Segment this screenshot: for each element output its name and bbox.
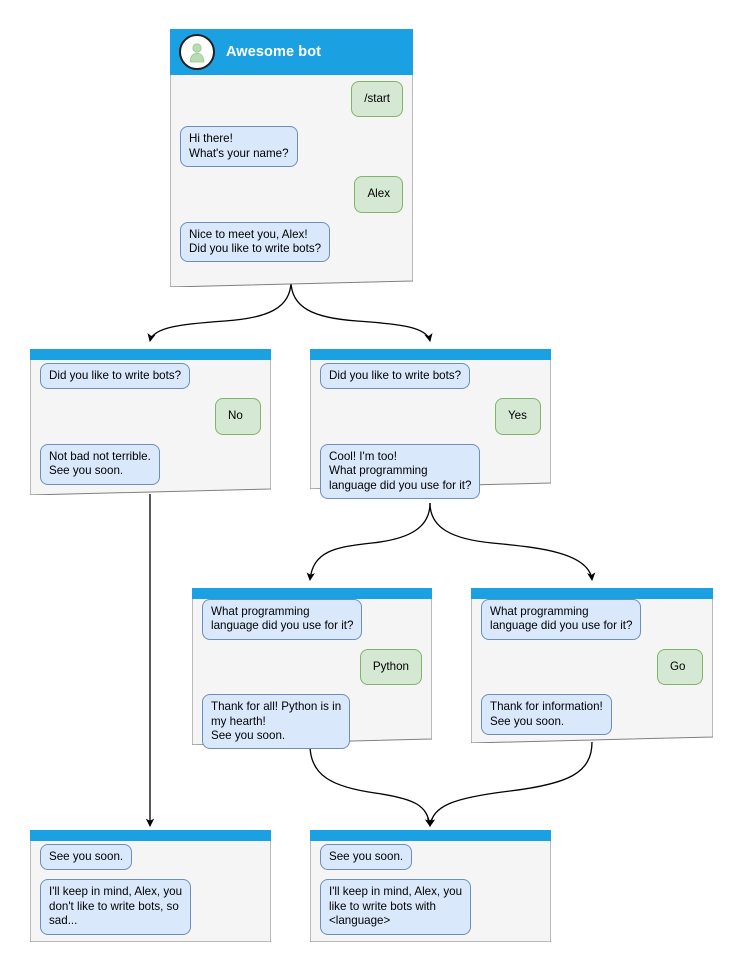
edge-start-to-yes [290,280,433,343]
bot-message: See you soon. [40,844,133,871]
message-row: What programming language did you use fo… [202,599,422,640]
card-header [30,349,271,360]
message-row: Thank for all! Python is in my hearth! S… [202,694,422,750]
bot-message: Did you like to write bots? [40,363,191,390]
bot-message: I'll keep in mind, Alex, you don't like … [40,879,192,935]
bot-message: Cool! I'm too! What programming language… [320,443,481,500]
card-title: Awesome bot [226,44,322,60]
message-list: What programming language did you use fo… [192,599,432,758]
bot-message: Did you like to write bots? [320,363,471,390]
message-row: Alex [180,176,403,213]
message-row: No [40,398,261,435]
message-row: Python [202,648,422,686]
user-message[interactable]: Yes [495,398,541,435]
card-header [471,588,713,599]
message-row: /start [180,81,403,118]
message-row: See you soon. [40,844,261,871]
user-message[interactable]: Alex [354,176,403,213]
bot-message: Thank for all! Python is in my hearth! S… [202,694,351,750]
user-message[interactable]: /start [351,81,403,118]
message-row: I'll keep in mind, Alex, you don't like … [40,879,261,935]
user-message[interactable]: Python [359,648,422,686]
bot-message: Thank for information! See you soon. [481,694,612,736]
message-row: Yes [320,398,541,435]
message-row: Did you like to write bots? [40,363,261,390]
edge-yes-to-go [429,502,596,582]
message-row: Nice to meet you, Alex! Did you like to … [180,221,403,263]
message-row: Go [481,648,703,686]
bot-message: What programming language did you use fo… [202,599,363,640]
message-row: Did you like to write bots? [320,363,541,390]
message-row: Not bad not terrible. See you soon. [40,443,261,485]
card-header [192,588,432,599]
answer-go-card[interactable]: What programming language did you use fo… [471,588,713,743]
message-row: See you soon. [320,844,541,871]
message-list: /start Hi there! What's your name? Alex … [170,81,413,271]
edge-go-to-end-yes [426,741,593,828]
card-header [30,830,271,841]
bot-message: Nice to meet you, Alex! Did you like to … [180,221,331,263]
edge-yes-to-python [306,502,431,582]
message-list: What programming language did you use fo… [471,599,713,744]
message-list: See you soon. I'll keep in mind, Alex, y… [310,844,551,944]
message-list: See you soon. I'll keep in mind, Alex, y… [30,844,271,944]
end-no-card[interactable]: See you soon. I'll keep in mind, Alex, y… [30,830,271,942]
message-row: Thank for information! See you soon. [481,694,703,736]
card-header [310,349,551,360]
message-row: Cool! I'm too! What programming language… [320,443,541,500]
person-icon [189,43,205,63]
answer-yes-card[interactable]: Did you like to write bots? Yes Cool! I'… [310,349,551,500]
message-row: Hi there! What's your name? [180,126,403,168]
message-row: I'll keep in mind, Alex, you like to wri… [320,879,541,935]
bot-message: Not bad not terrible. See you soon. [40,443,160,485]
start-card[interactable]: Awesome bot /start Hi there! What's your… [170,29,413,287]
end-yes-card[interactable]: See you soon. I'll keep in mind, Alex, y… [310,830,551,942]
bot-message: See you soon. [320,844,413,871]
avatar [179,34,215,70]
card-header [310,830,551,841]
edge-start-to-no [147,280,292,343]
answer-python-card[interactable]: What programming language did you use fo… [192,588,432,750]
bot-message: I'll keep in mind, Alex, you like to wri… [320,879,472,935]
card-header: Awesome bot [170,29,413,75]
answer-no-card[interactable]: Did you like to write bots? No Not bad n… [30,349,271,495]
user-message[interactable]: Go [657,648,703,686]
user-message[interactable]: No [215,398,261,435]
bot-message: Hi there! What's your name? [180,126,298,168]
message-list: Did you like to write bots? No Not bad n… [30,363,271,494]
bot-message: What programming language did you use fo… [481,599,642,640]
message-row: What programming language did you use fo… [481,599,703,640]
message-list: Did you like to write bots? Yes Cool! I'… [310,363,551,508]
